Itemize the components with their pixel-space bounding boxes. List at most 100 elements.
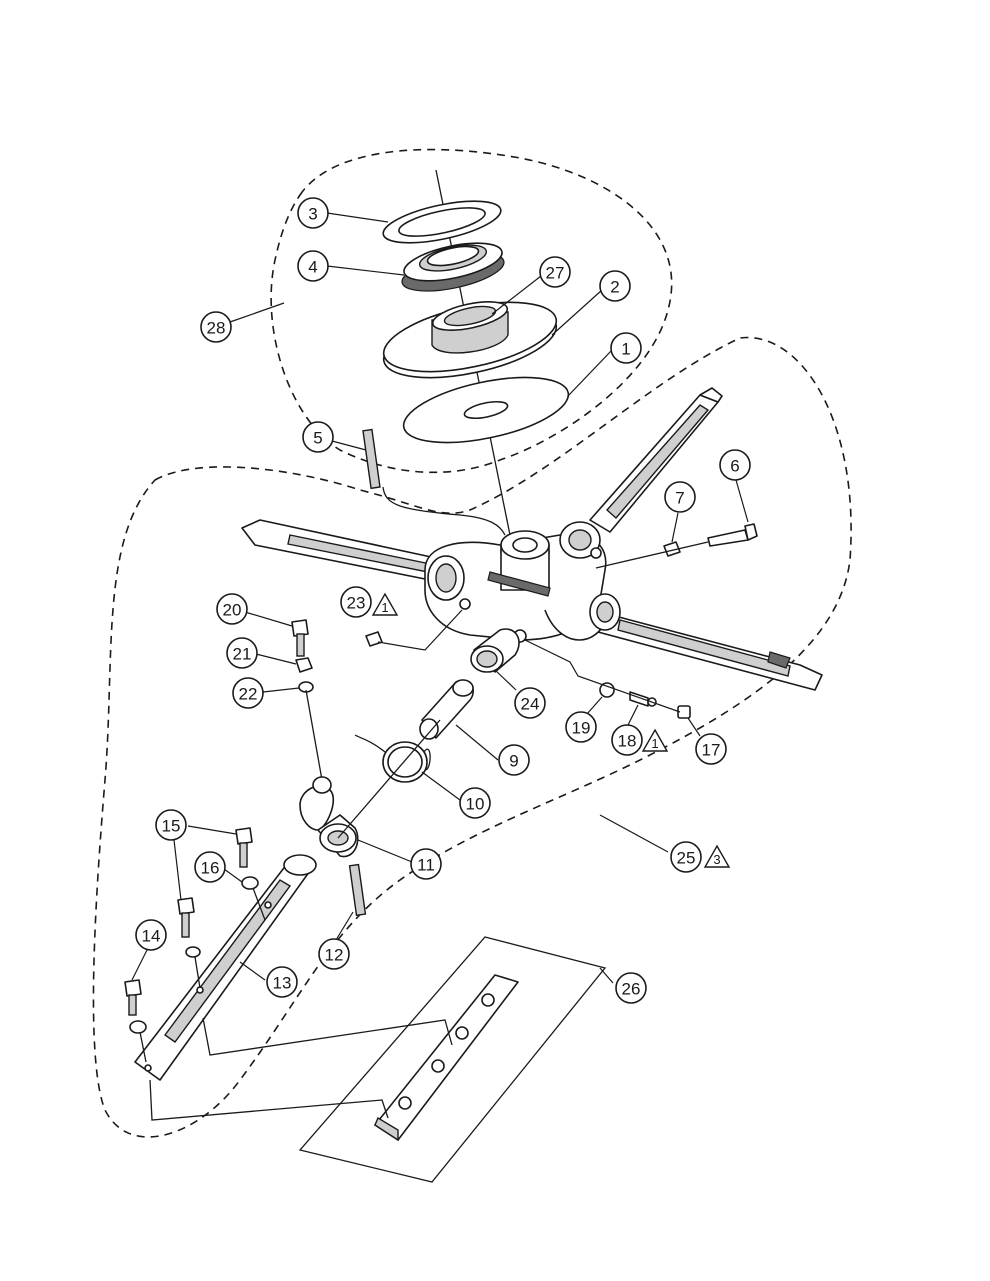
part-15-bolt-upper xyxy=(235,827,253,868)
leader-4 xyxy=(326,265,405,276)
callout-circle xyxy=(200,311,232,343)
leader-10 xyxy=(421,771,461,801)
callout-12: 12 xyxy=(318,938,350,970)
leader-13 xyxy=(239,961,266,981)
leader-20 xyxy=(244,611,293,627)
part-24-sleeve xyxy=(470,628,520,673)
callout-label: 18 xyxy=(618,732,637,751)
callout-13: 13 xyxy=(266,966,298,998)
note-triangle-18: 1 xyxy=(641,728,669,752)
leader-15a xyxy=(187,825,237,835)
callout-15: 15 xyxy=(155,809,187,841)
note-18-label: 1 xyxy=(651,736,658,751)
callout-circle xyxy=(539,256,571,288)
callout-17: 17 xyxy=(695,733,727,765)
leader-25 xyxy=(599,814,669,853)
part-3-ring xyxy=(382,200,502,244)
leader-6 xyxy=(735,479,749,523)
callout-25: 25 xyxy=(670,841,702,873)
part-21-nut xyxy=(295,657,313,673)
callout-label: 24 xyxy=(521,695,540,714)
bolt-axis-b xyxy=(194,956,201,989)
group-26-boundary xyxy=(298,936,607,1183)
part-11-collar xyxy=(299,776,359,858)
leader-22 xyxy=(262,687,300,693)
note-25-label: 3 xyxy=(713,852,720,867)
part-15-bolt-lower xyxy=(177,897,201,958)
callout-21: 21 xyxy=(226,637,258,669)
callout-circle xyxy=(410,848,442,880)
callout-label: 15 xyxy=(162,817,181,836)
callout-label: 5 xyxy=(313,429,322,448)
leader-16 xyxy=(223,868,243,883)
callout-circle xyxy=(664,481,696,513)
callout-label: 19 xyxy=(572,719,591,738)
part-26-bar xyxy=(374,974,519,1142)
leader-11 xyxy=(357,839,413,863)
collar-axis xyxy=(337,719,441,839)
part-7-nut xyxy=(663,541,681,557)
leader-7 xyxy=(671,512,679,543)
rotor-arm-right xyxy=(597,611,823,691)
callout-circle xyxy=(302,421,334,453)
leader-24 xyxy=(494,669,517,691)
callout-label: 4 xyxy=(308,258,317,277)
callout-circle xyxy=(615,972,647,1004)
callout-circle xyxy=(194,851,226,883)
leader-2 xyxy=(551,289,603,336)
callout-circle xyxy=(155,809,187,841)
callout-label: 27 xyxy=(546,264,565,283)
callout-label: 17 xyxy=(702,741,721,760)
callout-label: 21 xyxy=(233,645,252,664)
part-1-washer xyxy=(402,376,570,444)
part-20-bolt xyxy=(291,619,309,657)
callout-16: 16 xyxy=(194,851,226,883)
callout-4: 4 xyxy=(297,250,329,282)
callout-22: 22 xyxy=(232,677,264,709)
leader-15b xyxy=(173,839,182,901)
part-13-arm xyxy=(134,854,317,1081)
callout-6: 6 xyxy=(719,449,751,481)
callout-circle xyxy=(498,744,530,776)
leader-17 xyxy=(687,717,701,737)
callout-27: 27 xyxy=(539,256,571,288)
callout-circle xyxy=(266,966,298,998)
callout-circle xyxy=(232,677,264,709)
rotor-arm-left xyxy=(241,519,446,583)
part-19-washer xyxy=(599,682,615,698)
group-28-boundary xyxy=(270,148,673,474)
callout-label: 23 xyxy=(347,594,366,613)
part-14-bolt xyxy=(124,979,147,1034)
callout-11: 11 xyxy=(410,848,442,880)
callout-3: 3 xyxy=(297,197,329,229)
callout-circle xyxy=(297,197,329,229)
callout-circle xyxy=(719,449,751,481)
callout-circle xyxy=(297,250,329,282)
part-23-fitting xyxy=(365,609,463,651)
callout-label: 20 xyxy=(223,601,242,620)
note-23-label: 1 xyxy=(381,600,388,615)
bolt-20-axis xyxy=(305,689,323,781)
rotor-arm-upper-right xyxy=(589,387,723,533)
callout-14: 14 xyxy=(135,919,167,951)
leader-18 xyxy=(626,704,639,728)
callout-label: 28 xyxy=(207,319,226,338)
callout-20: 20 xyxy=(216,593,248,625)
callout-10: 10 xyxy=(459,787,491,819)
callout-circle xyxy=(459,787,491,819)
callout-9: 9 xyxy=(498,744,530,776)
callout-28: 28 xyxy=(200,311,232,343)
callout-circle xyxy=(226,637,258,669)
leader-5 xyxy=(331,440,367,451)
callout-circle xyxy=(611,724,643,756)
part-17-cap xyxy=(677,705,691,719)
part-16-washer xyxy=(241,876,259,890)
leader-14 xyxy=(131,949,148,981)
callout-label: 12 xyxy=(325,946,344,965)
part-27-hub xyxy=(431,301,509,354)
callout-18: 18 xyxy=(611,724,643,756)
callout-label: 26 xyxy=(622,980,641,999)
callout-label: 6 xyxy=(730,457,739,476)
callout-label: 10 xyxy=(466,795,485,814)
leader-19 xyxy=(586,696,603,715)
